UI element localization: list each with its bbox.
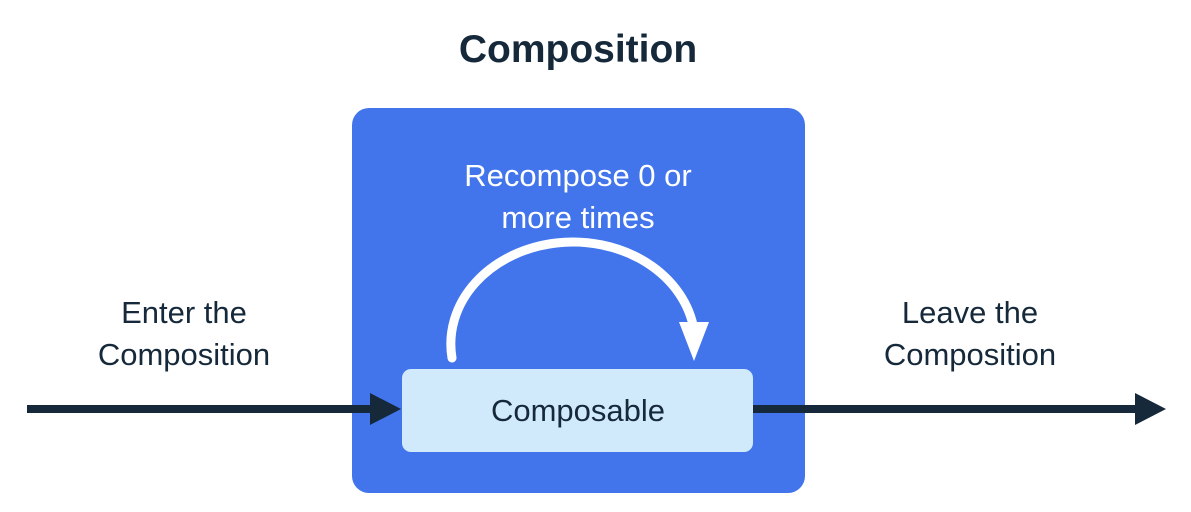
leave-label-line2: Composition xyxy=(884,337,1056,372)
enter-arrowhead-icon xyxy=(370,393,401,425)
recompose-label-line1: Recompose 0 or xyxy=(464,158,691,193)
leave-label-line1: Leave the xyxy=(902,295,1038,330)
composable-label: Composable xyxy=(491,393,665,428)
recompose-loop-arrowhead-icon xyxy=(679,322,709,361)
enter-label-line2: Composition xyxy=(98,337,270,372)
recompose-loop-arc-icon xyxy=(446,237,699,363)
enter-label-line1: Enter the xyxy=(121,295,247,330)
leave-arrowhead-icon xyxy=(1135,393,1166,425)
composable-box xyxy=(402,369,753,452)
diagram-title: Composition xyxy=(459,28,697,71)
recompose-label-line2: more times xyxy=(501,200,654,235)
